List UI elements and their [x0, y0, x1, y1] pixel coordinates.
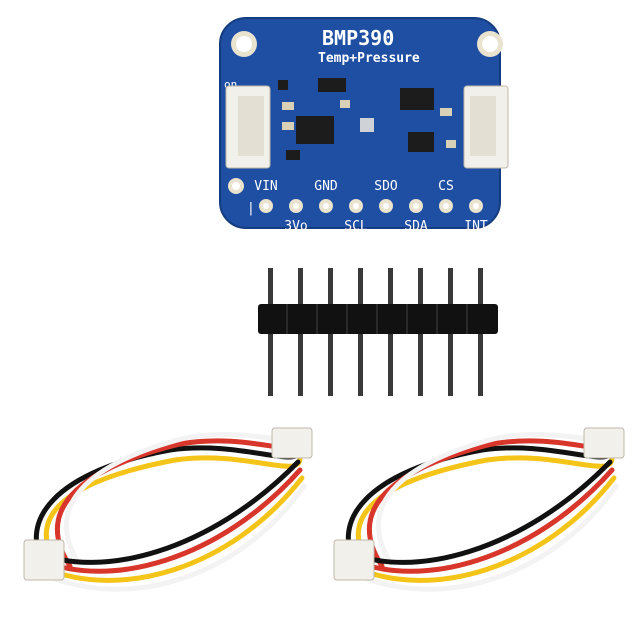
right-jst-connector	[463, 85, 509, 169]
regulator-chip	[296, 116, 334, 144]
board-title: BMP390	[322, 26, 394, 50]
pin-label-gnd: GND	[314, 179, 338, 194]
pin-label-3vo: 3Vo	[284, 219, 307, 234]
mounting-hole-icon	[228, 178, 244, 194]
pin-label-sda: SDA	[404, 219, 428, 234]
mounting-hole-icon	[231, 31, 257, 57]
pin-label-int: INT	[464, 219, 488, 234]
jst-sh-cable	[23, 427, 313, 592]
smd-component	[286, 150, 300, 160]
pin-label-vin: VIN	[254, 179, 277, 194]
pin-label-scl: SCL	[344, 219, 368, 234]
jst-plug-top	[271, 427, 313, 459]
mosfet-chip	[408, 132, 434, 152]
smd-component	[440, 108, 452, 116]
pin-label-cs: CS	[438, 179, 454, 194]
smd-component	[282, 122, 294, 130]
smd-component	[278, 80, 288, 90]
pin-pads	[259, 199, 483, 213]
smd-component	[318, 78, 346, 92]
board-subtitle: Temp+Pressure	[318, 51, 420, 66]
jst-plug-bottom	[333, 539, 375, 581]
mounting-hole-icon	[477, 31, 503, 57]
breakout-board: BMP390 Temp+Pressure on VIN GND SDO CS |	[219, 17, 509, 234]
jst-plug-bottom	[23, 539, 65, 581]
pin-header	[258, 268, 498, 396]
jst-sh-cable	[333, 427, 625, 592]
pin-label-sdo: SDO	[374, 179, 398, 194]
pin1-marker: |	[247, 201, 255, 216]
level-shifter-chip	[400, 88, 434, 110]
smd-component	[282, 102, 294, 110]
smd-component	[340, 100, 350, 108]
smd-component	[446, 140, 456, 148]
jst-plug-top	[583, 427, 625, 459]
sensor-chip	[360, 118, 374, 132]
header-dividers	[286, 304, 468, 334]
left-jst-connector	[225, 85, 271, 169]
